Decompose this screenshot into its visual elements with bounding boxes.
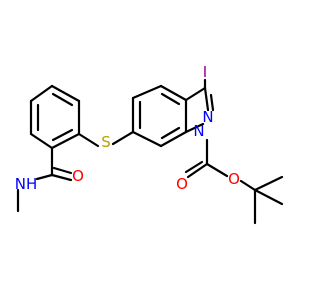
aromatic-inner-bond bbox=[51, 92, 74, 107]
bond bbox=[131, 130, 163, 148]
bond bbox=[29, 132, 54, 150]
bond bbox=[29, 84, 54, 103]
bond bbox=[159, 130, 188, 148]
nitrogen-atom-label: NH bbox=[15, 175, 38, 193]
iodine-atom-label: I bbox=[203, 63, 207, 81]
tbutyl-methyl bbox=[253, 175, 284, 192]
bond-o-c bbox=[239, 179, 257, 192]
nitrogen-atom-label: N bbox=[193, 122, 204, 140]
aromatic-inner-bond bbox=[160, 126, 181, 140]
structure-canvas: I N N S O NH O O bbox=[15, 63, 284, 225]
oxygen-atom-label: O bbox=[228, 170, 240, 188]
indazole-benzene-ring bbox=[131, 84, 188, 148]
phenyl-ring bbox=[29, 84, 81, 150]
double-bond-c-n bbox=[209, 93, 215, 112]
bond bbox=[111, 130, 135, 146]
bond-c-o bbox=[186, 162, 209, 179]
bond-c-o-ether bbox=[205, 162, 229, 178]
bond bbox=[159, 84, 188, 102]
tbutyl-methyl bbox=[253, 188, 284, 206]
bond bbox=[184, 122, 205, 134]
molecule-diagram: I N N S O NH O O bbox=[15, 63, 284, 225]
pyrazole-ring bbox=[184, 78, 215, 134]
boc-group bbox=[184, 138, 284, 225]
double-bond-c-o bbox=[52, 166, 73, 175]
bond bbox=[203, 86, 210, 112]
bond-c-o bbox=[50, 173, 73, 182]
bond bbox=[184, 86, 207, 102]
amide-group bbox=[16, 146, 73, 213]
oxygen-atom-label: O bbox=[176, 175, 188, 193]
sulfur-atom-label: S bbox=[101, 133, 111, 151]
aromatic-inner-bond bbox=[160, 92, 181, 106]
double-bond-c-o bbox=[184, 160, 204, 174]
aromatic-inner-bond bbox=[51, 128, 74, 142]
bond bbox=[131, 84, 163, 100]
bond bbox=[50, 132, 81, 150]
bond bbox=[77, 132, 100, 148]
bond-c-n bbox=[35, 173, 54, 181]
bond bbox=[50, 84, 81, 103]
oxygen-atom-label: O bbox=[72, 167, 84, 185]
nitrogen-atom-label: N bbox=[202, 108, 213, 126]
thioether-linkage bbox=[77, 130, 135, 148]
